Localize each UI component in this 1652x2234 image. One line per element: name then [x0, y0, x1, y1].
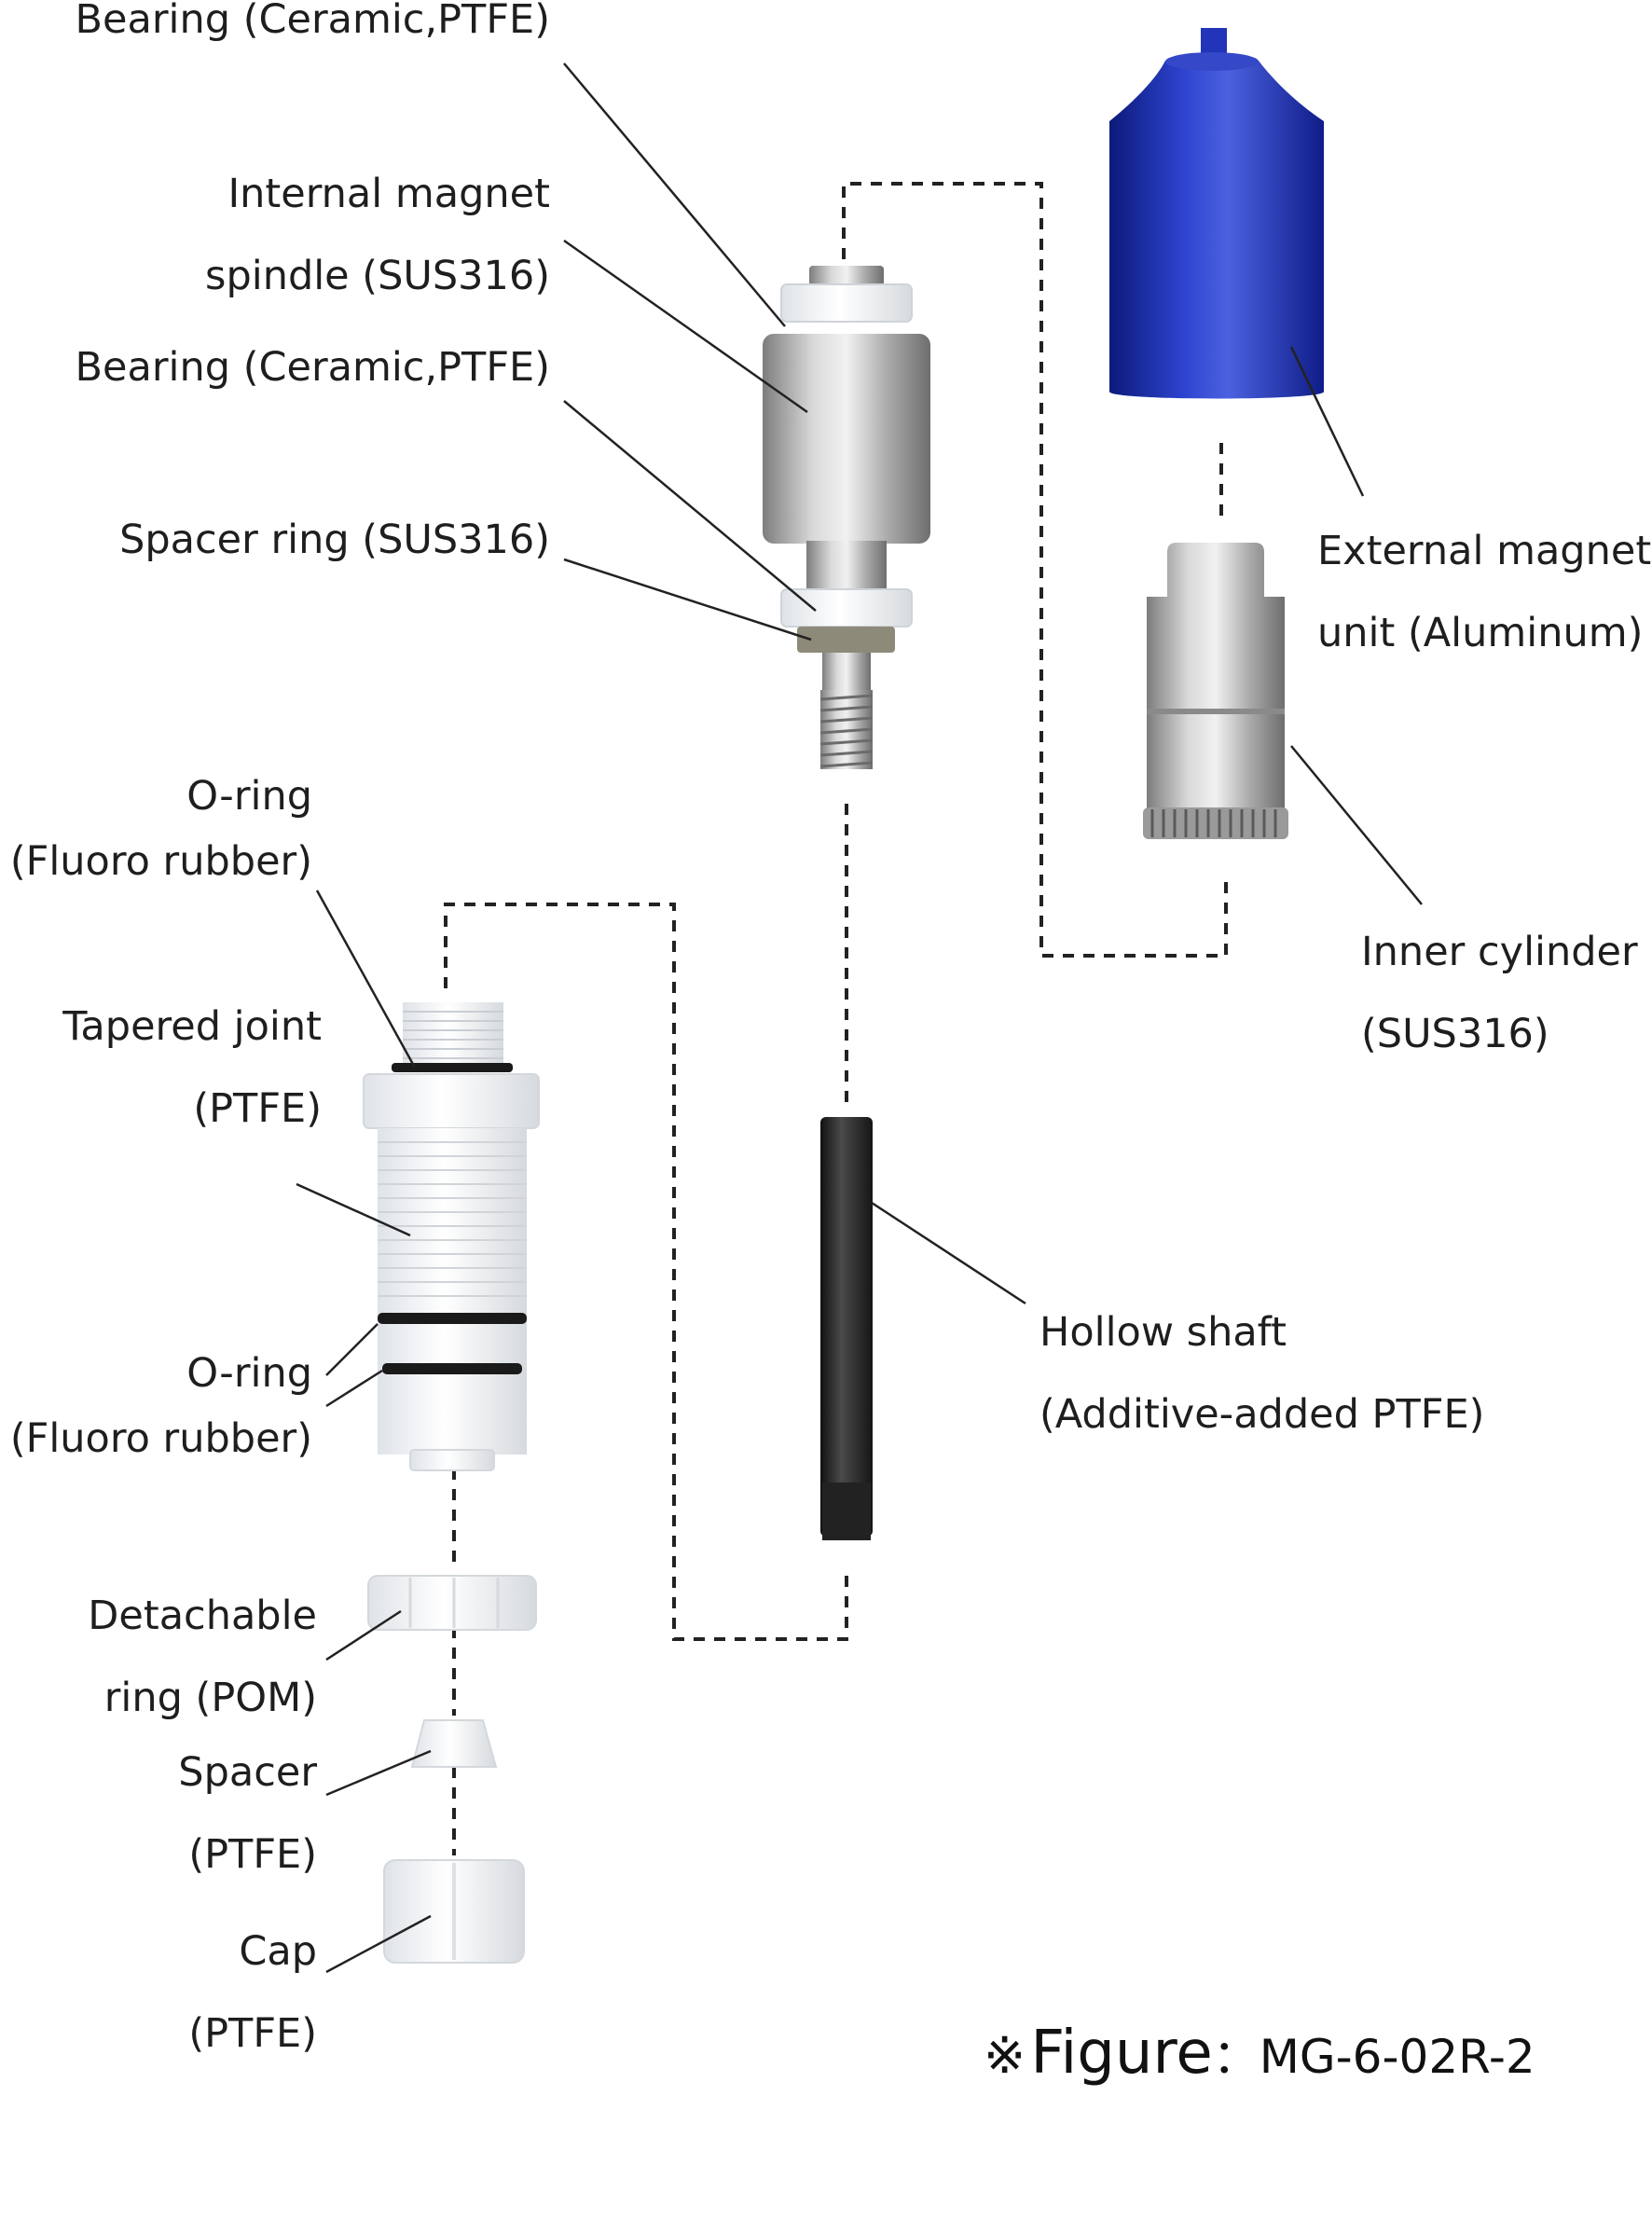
- label-bearing-bottom: Bearing (Ceramic,PTFE): [75, 344, 550, 391]
- label-external-magnet-line2: unit (Aluminum): [1317, 610, 1644, 656]
- label-hollow-shaft-line1: Hollow shaft: [1039, 1309, 1287, 1356]
- label-detachable-ring-line1: Detachable: [88, 1593, 317, 1639]
- label-inner-cylinder-line2: (SUS316): [1361, 1011, 1549, 1057]
- label-tapered-joint-line2: (PTFE): [193, 1085, 322, 1132]
- leader-detachable-ring: [325, 1609, 402, 1662]
- label-external-magnet-line1: External magnet: [1317, 528, 1652, 574]
- inner-cylinder: [1143, 543, 1288, 839]
- leader-oring-top: [315, 889, 417, 1069]
- label-cap-line2: (PTFE): [188, 2010, 317, 2057]
- leader-hollow-shaft: [871, 1201, 1026, 1305]
- figure-word: Figure: [1030, 2019, 1213, 2088]
- dashed-connectors: [444, 182, 1228, 1855]
- label-oring-top-line1: O-ring: [186, 773, 312, 820]
- connector-spindle-to-inner-cylinder: [842, 182, 1228, 958]
- label-oring-bottom-line1: O-ring: [186, 1350, 312, 1397]
- connector-shaft-to-tapered-joint: [444, 903, 848, 1641]
- leader-oring-middle: [325, 1323, 379, 1376]
- leader-internal-magnet: [563, 239, 808, 414]
- label-internal-magnet-line1: Internal magnet: [227, 171, 551, 217]
- o-ring-middle-part: [378, 1313, 527, 1324]
- spacer-part: [410, 1719, 498, 1768]
- label-spacer-line1: Spacer: [178, 1749, 317, 1796]
- leader-bearing-bottom: [563, 400, 817, 612]
- label-cap-line1: Cap: [239, 1928, 317, 1975]
- leader-cap: [325, 1914, 432, 1974]
- figure-code: ：MG-6-02R-2: [1212, 2030, 1535, 2084]
- leader-oring-lower: [325, 1369, 383, 1408]
- label-oring-bottom-line2: (Fluoro rubber): [9, 1415, 312, 1462]
- label-hollow-shaft-line2: (Additive-added PTFE): [1039, 1391, 1485, 1438]
- internal-magnet-spindle: [763, 266, 930, 769]
- leader-lines: [296, 62, 1423, 1974]
- label-bearing-top: Bearing (Ceramic,PTFE): [75, 0, 550, 43]
- hollow-shaft: [820, 1117, 873, 1540]
- detachable-ring-part: [367, 1575, 537, 1631]
- label-inner-cylinder-line1: Inner cylinder: [1361, 929, 1638, 975]
- external-magnet-unit: [1109, 28, 1324, 399]
- figure-caption: ※ Figure：MG-6-02R-2: [984, 2019, 1535, 2088]
- cap-part: [383, 1859, 525, 1964]
- leader-spacer: [325, 1749, 432, 1797]
- o-ring-lower-part: [382, 1363, 522, 1374]
- leader-spacer-ring: [563, 558, 812, 641]
- label-detachable-ring-line2: ring (POM): [103, 1675, 317, 1721]
- label-spacer-ring: Spacer ring (SUS316): [119, 517, 550, 563]
- bearing-bottom-part: [780, 588, 913, 627]
- reference-mark: ※: [984, 2026, 1026, 2085]
- spacer-ring-part: [797, 627, 895, 653]
- bearing-top-part: [780, 283, 913, 323]
- label-oring-top-line2: (Fluoro rubber): [9, 838, 312, 885]
- o-ring-top-part: [392, 1063, 513, 1072]
- leader-external-magnet: [1289, 346, 1365, 497]
- label-tapered-joint-line1: Tapered joint: [62, 1003, 322, 1050]
- label-spacer-line2: (PTFE): [188, 1831, 317, 1878]
- leader-tapered-joint: [296, 1182, 411, 1237]
- tapered-joint: [363, 1002, 540, 1471]
- label-internal-magnet-line2: spindle (SUS316): [205, 253, 550, 299]
- leader-inner-cylinder: [1290, 745, 1423, 905]
- leader-bearing-top: [563, 62, 786, 327]
